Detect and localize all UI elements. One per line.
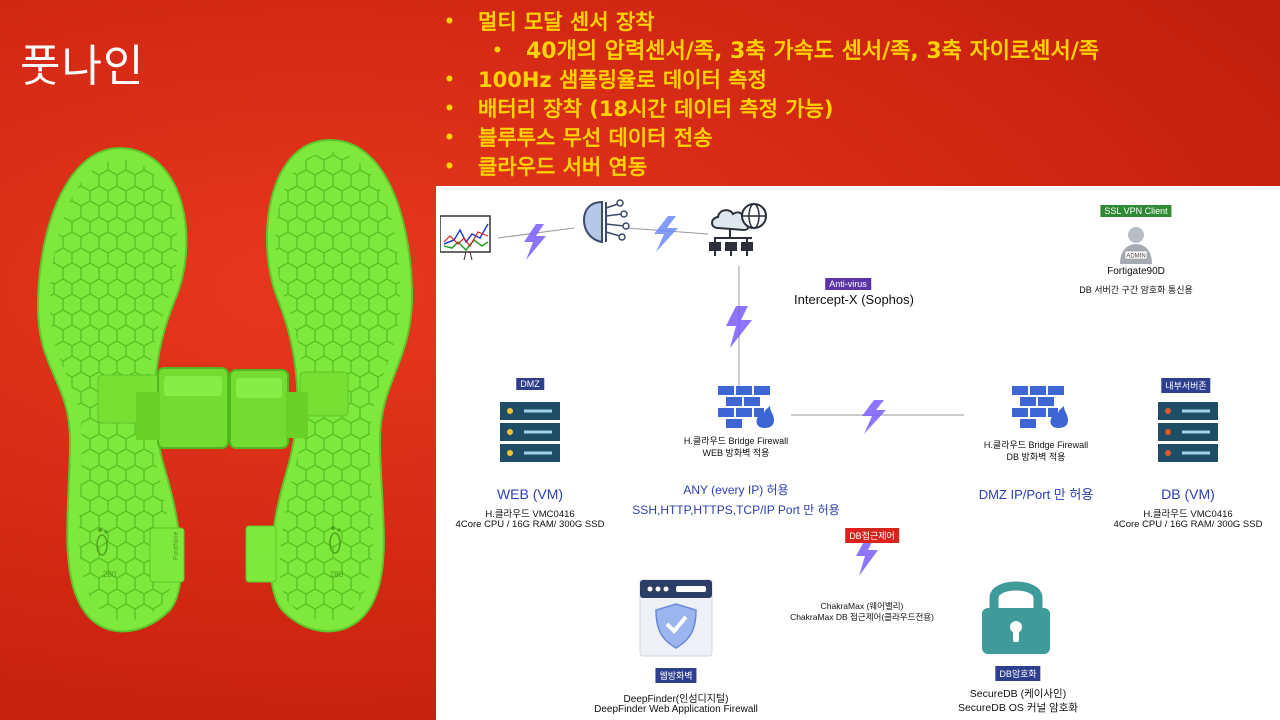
server-stack-icon	[1158, 402, 1218, 462]
admin-user-icon: ADMIN	[1120, 227, 1152, 264]
fw-db-rule1: DMZ IP/Port 만 허용	[978, 487, 1094, 502]
bullet-dot-icon: •	[444, 12, 455, 32]
firewall-icon	[1012, 386, 1068, 428]
bullet-dot-icon: •	[444, 128, 455, 148]
connector-lines	[497, 216, 964, 576]
waf-line1: DeepFinder(인섬디지털)	[623, 694, 729, 705]
dbacl-tag: DB접근제어	[845, 528, 899, 543]
bullet-dot-icon: •	[492, 41, 503, 61]
right-insole: 280	[245, 138, 414, 633]
lightning-icon	[654, 216, 678, 252]
page-title: 풋나인	[20, 41, 145, 92]
web-vm-line1: H.클라우드 VMC0416	[485, 509, 575, 520]
server-stack-icon	[500, 402, 560, 462]
lightning-icon	[524, 224, 546, 260]
footprint-icon	[96, 528, 108, 556]
bullet-item: •멀티 모달 센서 장착	[444, 8, 1099, 37]
lightning-icon	[856, 538, 878, 576]
dbacl-line1: ChakraMax (웨어밸리)	[820, 601, 904, 611]
bullet-dot-icon: •	[444, 70, 455, 90]
waf-tag: 웹방화벽	[655, 668, 697, 683]
waf-line2: DeepFinder Web Application Firewall	[594, 704, 758, 715]
db-vm-line2: 4Core CPU / 16G RAM/ 300G SSD	[1113, 519, 1263, 530]
ai-brain-icon	[582, 199, 630, 244]
module-label: FootNine	[173, 531, 180, 560]
dmz-tag: DMZ	[516, 378, 544, 390]
firewall-icon	[718, 386, 774, 428]
left-size-label: 280	[103, 570, 117, 579]
fw-web-line1: H.클라우드 Bridge Firewall	[683, 436, 789, 446]
web-shield-icon	[639, 579, 713, 657]
dbacl-line2: ChakraMax DB 접근제어(클라우드전용)	[790, 612, 934, 622]
internal-zone-tag: 내부서버존	[1161, 378, 1211, 393]
bullet-dot-icon: •	[444, 157, 455, 177]
dbenc-tag: DB암호화	[995, 666, 1041, 681]
left-insole: 280	[36, 146, 188, 633]
bullet-item: •블루투스 무선 데이터 전송	[444, 124, 1099, 153]
vpn-desc: DB 서버간 구간 암호화 통신용	[1079, 285, 1193, 295]
fw-web-line2: WEB 방화벽 적용	[702, 448, 770, 458]
web-vm-line2: 4Core CPU / 16G RAM/ 300G SSD	[455, 519, 605, 530]
cloud-network-icon	[709, 203, 767, 256]
dbenc-line1: SecureDB (케이사인)	[969, 688, 1067, 700]
bullet-item: •100Hz 샘플링율로 데이터 측정	[444, 66, 1099, 95]
bullet-subitem: •40개의 압력센서/족, 3축 가속도 센서/족, 3축 자이로센서/족	[492, 39, 1100, 64]
bullet-dot-icon: •	[444, 99, 455, 119]
network-diagram: Anti-virus Intercept-X (Sophos) SSL VPN …	[436, 186, 1280, 720]
fw-web-rule1: ANY (every IP) 허용	[683, 483, 789, 497]
footprint-icon	[329, 526, 341, 554]
sensor-module-right	[229, 369, 308, 449]
dbenc-line2: SecureDB OS 커널 암호화	[957, 702, 1079, 714]
sensor-module-left	[136, 367, 229, 449]
bullet-item: •배터리 장착 (18시간 데이터 측정 가능)	[444, 95, 1099, 124]
bullet-item: •클라우드 서버 연동	[444, 153, 1099, 182]
antivirus-label: Intercept-X (Sophos)	[794, 292, 914, 307]
vpn-device: Fortigate90D	[1107, 266, 1165, 277]
feature-bullets: •멀티 모달 센서 장착 •40개의 압력센서/족, 3축 가속도 센서/족, …	[444, 8, 1099, 182]
web-vm-name: WEB (VM)	[496, 486, 564, 502]
db-vm-name: DB (VM)	[1161, 486, 1215, 502]
admin-label: ADMIN	[1126, 254, 1145, 260]
antivirus-tag: Anti-virus	[825, 278, 871, 290]
right-size-label: 280	[330, 570, 344, 579]
vpn-tag: SSL VPN Client	[1100, 205, 1172, 217]
fw-db-line2: DB 방화벽 적용	[1006, 452, 1066, 462]
lightning-icon	[862, 400, 886, 434]
sensor-graph-icon	[440, 215, 491, 261]
fw-web-rule2: SSH,HTTP,HTTPS,TCP/IP Port 만 허용	[632, 503, 840, 517]
lightning-icon	[726, 306, 752, 348]
insole-illustration: 280 280 FootNine	[36, 138, 414, 633]
lock-icon	[982, 581, 1050, 654]
fw-db-line1: H.클라우드 Bridge Firewall	[983, 440, 1089, 450]
db-vm-line1: H.클라우드 VMC0416	[1143, 509, 1233, 520]
